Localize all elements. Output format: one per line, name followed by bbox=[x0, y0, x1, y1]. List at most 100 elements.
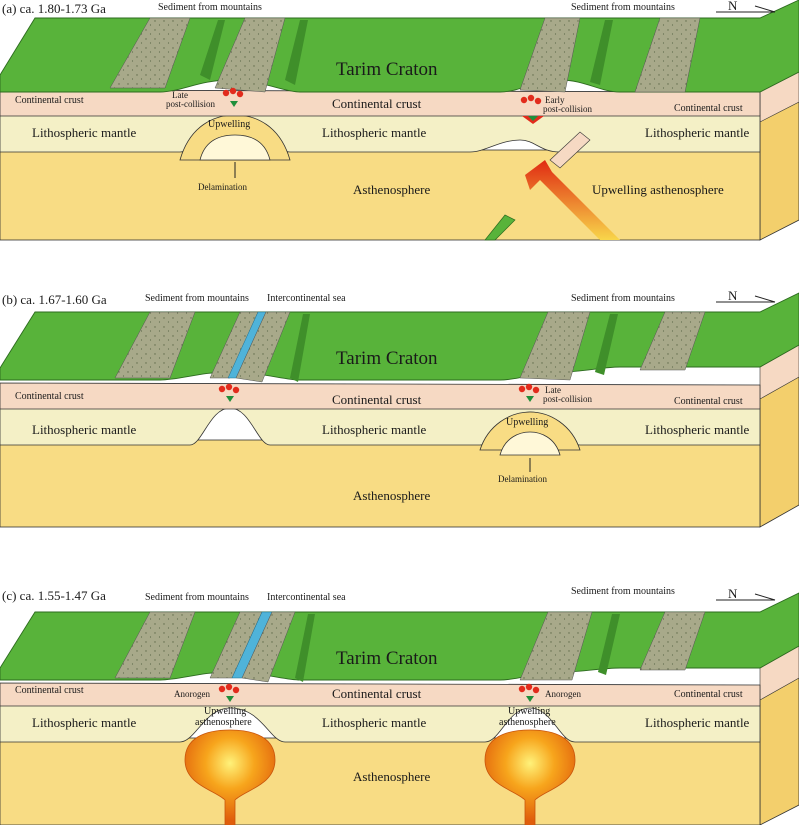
panel-b-ridge-2 bbox=[595, 314, 618, 375]
panel-a-ridge-1 bbox=[200, 20, 225, 80]
panel-c-mantle-label-2: Lithospheric mantle bbox=[322, 715, 427, 730]
panel-c-label: (c) ca. 1.55-1.47 Ga bbox=[2, 588, 106, 603]
panel-c-magma-left bbox=[218, 683, 240, 702]
panel-c-mantle-layer bbox=[0, 704, 761, 743]
panel-c-crust-label-2: Continental crust bbox=[332, 686, 422, 701]
panel-c-upwelling-left-2: asthenosphere bbox=[195, 717, 252, 728]
panel-c-sea-label: Intercontinental sea bbox=[267, 592, 346, 603]
panel-a-crust-label-2: Continental crust bbox=[332, 96, 422, 111]
panel-c-anorogen-left: Anorogen bbox=[174, 689, 210, 699]
panel-a-crust-label-3: Continental crust bbox=[674, 103, 743, 114]
panel-c-mantle-label-3: Lithospheric mantle bbox=[645, 715, 750, 730]
panel-b-sediment-label-1: Sediment from mountains bbox=[145, 293, 249, 304]
panel-b-upwelling-label: Upwelling bbox=[506, 417, 548, 428]
panel-a-delamination-label: Delamination bbox=[198, 182, 247, 192]
panel-b-sediment-belt-5 bbox=[639, 311, 706, 371]
panel-a-mantle-label-3: Lithospheric mantle bbox=[645, 125, 750, 140]
panel-a-upwelling-arrow bbox=[525, 160, 620, 240]
panel-a-sediment-belt-1 bbox=[109, 17, 191, 89]
panel-c-mantle-label-1: Lithospheric mantle bbox=[32, 715, 137, 730]
panel-a-north-label: N bbox=[728, 0, 738, 13]
panel-b-late-label-2: post-collision bbox=[543, 394, 592, 404]
panel-b-sediment-belt-1 bbox=[114, 311, 196, 379]
panel-c-north-label: N bbox=[728, 586, 738, 601]
panel-a-early-label-1: Early bbox=[545, 95, 565, 105]
panel-a-sediment-belt-2 bbox=[214, 17, 286, 93]
panel-b-crust-label-1: Continental crust bbox=[15, 391, 84, 402]
panel-a-label: (a) ca. 1.80-1.73 Ga bbox=[2, 1, 106, 16]
panel-c-asthenosphere-layer bbox=[0, 737, 761, 825]
panel-c-asthenosphere-label: Asthenosphere bbox=[353, 769, 430, 784]
panel-a: N (a) ca. 1.80-1.73 Ga Tarim Craton Sedi… bbox=[0, 0, 799, 241]
panel-a-delaminated-block bbox=[199, 134, 271, 161]
panel-a-upwelling-label: Upwelling bbox=[208, 119, 250, 130]
panel-a-crust-label-1: Continental crust bbox=[15, 95, 84, 106]
panel-a-subducted-slab bbox=[484, 214, 516, 241]
panel-c-crust-label-1: Continental crust bbox=[15, 685, 84, 696]
panel-b-sediment-label-2: Sediment from mountains bbox=[571, 293, 675, 304]
panel-c-north-arrow: N bbox=[716, 586, 776, 601]
panel-a-magma-right bbox=[520, 94, 544, 124]
panel-c-crust-layer bbox=[0, 682, 761, 707]
panel-b: N (b) ca. 1.67-1.60 Ga Tarim Craton Sedi… bbox=[0, 288, 799, 528]
panel-a-late-label-2: post-collision bbox=[166, 99, 215, 109]
panel-b-magma-left bbox=[218, 383, 240, 402]
panel-b-craton-label: Tarim Craton bbox=[336, 348, 438, 369]
panel-a-upwelling-asthenosphere-label: Upwelling asthenosphere bbox=[592, 182, 724, 197]
panel-a-magma-left bbox=[222, 87, 244, 107]
panel-b-sediment-belt-4 bbox=[519, 311, 591, 381]
panel-a-asthenosphere-layer bbox=[0, 149, 761, 241]
panel-c-sediment-label-1: Sediment from mountains bbox=[145, 592, 249, 603]
panel-b-ridge-1 bbox=[290, 314, 310, 382]
panel-c-crust-label-3: Continental crust bbox=[674, 689, 743, 700]
panel-c-sediment-label-2: Sediment from mountains bbox=[571, 586, 675, 597]
panel-c-upwelling-right-1: Upwelling bbox=[508, 706, 550, 717]
panel-b-sediment-belt-3 bbox=[235, 311, 291, 383]
panel-b-crust-layer bbox=[0, 382, 761, 410]
panel-c-sediment-belt-1 bbox=[114, 611, 196, 679]
panel-a-sediment-label-2: Sediment from mountains bbox=[571, 2, 675, 13]
panel-b-sea-label: Intercontinental sea bbox=[267, 293, 346, 304]
panel-c: N (c) ca. 1.55-1.47 Ga Tarim Craton Sedi… bbox=[0, 586, 799, 825]
panel-a-sediment-label-1: Sediment from mountains bbox=[158, 2, 262, 13]
panel-c-plume-right bbox=[484, 729, 576, 825]
panel-b-asthenosphere-label: Asthenosphere bbox=[353, 488, 430, 503]
panel-c-ridge-1 bbox=[295, 614, 315, 682]
panel-b-north-label: N bbox=[728, 288, 738, 303]
panel-c-craton-label: Tarim Craton bbox=[336, 648, 438, 669]
panel-b-mantle-label-3: Lithospheric mantle bbox=[645, 422, 750, 437]
panel-b-crust-label-3: Continental crust bbox=[674, 396, 743, 407]
panel-a-mantle-label-1: Lithospheric mantle bbox=[32, 125, 137, 140]
panel-c-surface bbox=[0, 592, 799, 681]
panel-a-ridge-2 bbox=[285, 20, 308, 85]
panel-a-early-label-2: post-collision bbox=[543, 104, 592, 114]
panel-a-slab-2 bbox=[549, 131, 591, 169]
panel-b-late-label-1: Late bbox=[545, 385, 561, 395]
panel-b-north-arrow: N bbox=[716, 288, 776, 303]
panel-b-mantle-label-1: Lithospheric mantle bbox=[32, 422, 137, 437]
panel-b-label: (b) ca. 1.67-1.60 Ga bbox=[2, 292, 107, 307]
panel-b-delaminated-block bbox=[499, 431, 561, 456]
panel-a-mantle-label-2: Lithospheric mantle bbox=[322, 125, 427, 140]
panel-b-upwelling-dome bbox=[479, 411, 581, 451]
panel-c-plume-left bbox=[184, 729, 276, 825]
panel-c-sediment-belt-3 bbox=[241, 611, 296, 683]
panel-a-sediment-belt-3 bbox=[519, 17, 581, 93]
panel-b-crust-label-2: Continental crust bbox=[332, 392, 422, 407]
panel-a-craton-label: Tarim Craton bbox=[336, 59, 438, 80]
panel-a-sediment-belt-4 bbox=[634, 17, 701, 93]
panel-a-ridge-3 bbox=[590, 20, 613, 85]
panel-c-magma-right bbox=[518, 683, 540, 702]
panel-b-mantle-label-2: Lithospheric mantle bbox=[322, 422, 427, 437]
panel-b-magma-right bbox=[518, 383, 540, 402]
panel-c-sediment-belt-4 bbox=[519, 611, 593, 681]
panel-b-delamination-label: Delamination bbox=[498, 474, 547, 484]
panel-a-asthenosphere-label: Asthenosphere bbox=[353, 182, 430, 197]
panel-c-anorogen-right: Anorogen bbox=[545, 689, 581, 699]
panel-b-asthenosphere-layer bbox=[0, 439, 761, 528]
panel-c-sediment-belt-5 bbox=[639, 611, 706, 671]
panel-a-north-arrow: N bbox=[716, 0, 776, 13]
panel-c-upwelling-left-1: Upwelling bbox=[204, 706, 246, 717]
panel-c-upwelling-right-2: asthenosphere bbox=[499, 717, 556, 728]
